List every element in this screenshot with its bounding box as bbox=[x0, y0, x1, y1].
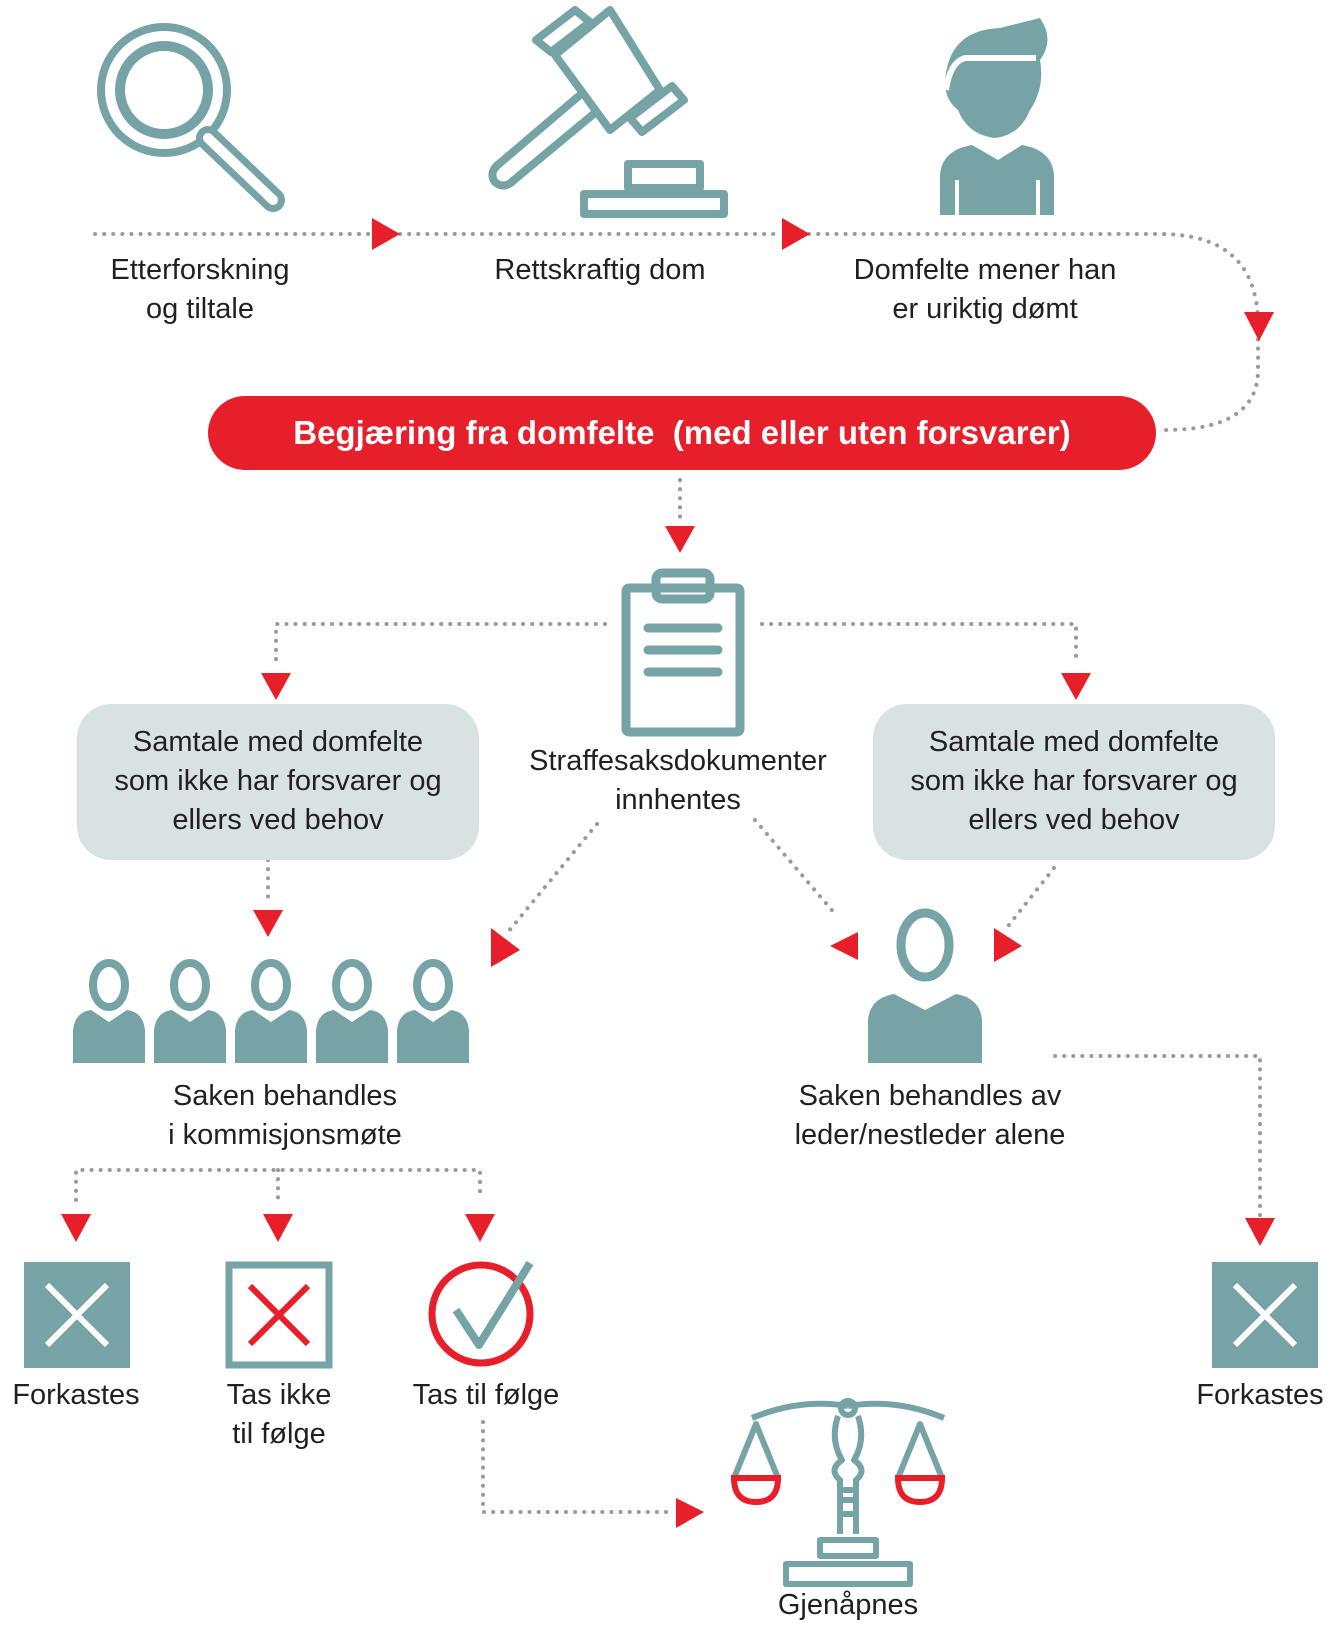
interview-left-label: Samtale med domfelte som ikke har forsva… bbox=[114, 726, 442, 836]
arrowhead bbox=[830, 932, 858, 960]
connector-documents-leader bbox=[753, 818, 838, 917]
person-icon bbox=[940, 18, 1054, 215]
arrowhead bbox=[491, 928, 520, 967]
outcome-rejected-right-label: Forkastes bbox=[1196, 1379, 1324, 1411]
connector-granted-reopened bbox=[481, 1420, 672, 1514]
outcome-not-granted-label: Tas ikke til følge bbox=[226, 1379, 332, 1450]
magnifier-icon bbox=[97, 23, 285, 212]
red-cross-box-icon bbox=[225, 1261, 333, 1369]
outcome-granted-label: Tas til følge bbox=[412, 1379, 560, 1411]
arrowhead bbox=[1244, 312, 1274, 341]
clipboard-icon bbox=[621, 568, 745, 737]
arrowhead bbox=[465, 1214, 495, 1242]
leader-person-icon bbox=[868, 908, 982, 1063]
arrowhead bbox=[994, 928, 1022, 962]
request-label: Begjæring fra domfelte (med eller uten f… bbox=[293, 414, 1071, 451]
documents-label: Straffesaksdokumenter innhentes bbox=[529, 745, 827, 816]
scales-icon bbox=[730, 1398, 946, 1587]
group-member-icon bbox=[397, 959, 469, 1063]
group-member-icon bbox=[316, 959, 388, 1063]
cross-box-icon bbox=[1212, 1262, 1318, 1368]
arrowhead bbox=[372, 218, 400, 250]
arrowhead bbox=[253, 910, 283, 937]
cross-box-icon bbox=[24, 1262, 130, 1368]
outcome-rejected-label: Forkastes bbox=[12, 1379, 140, 1411]
group-icon bbox=[73, 959, 469, 1063]
group-member-icon bbox=[154, 959, 226, 1063]
arrowhead bbox=[263, 1214, 293, 1242]
check-circle-icon bbox=[428, 1260, 534, 1367]
arrowhead bbox=[61, 1214, 91, 1242]
connector-convicted-request bbox=[798, 232, 1260, 432]
arrowheads bbox=[61, 218, 1275, 1528]
arrowhead bbox=[782, 218, 810, 250]
arrowhead bbox=[1245, 1218, 1275, 1246]
connector-documents-left bbox=[274, 622, 607, 662]
interview-right-label: Samtale med domfelte som ikke har forsva… bbox=[910, 726, 1238, 836]
group-member-icon bbox=[73, 959, 145, 1063]
connector-documents-right bbox=[760, 622, 1078, 662]
reopened-label: Gjenåpnes bbox=[777, 1589, 919, 1621]
interview-box-right: Samtale med domfelte som ikke har forsva… bbox=[873, 704, 1275, 860]
group-member-icon bbox=[235, 959, 307, 1063]
request-pill: Begjæring fra domfelte (med eller uten f… bbox=[208, 396, 1156, 470]
leader-label: Saken behandles av leder/nestleder alene bbox=[794, 1080, 1066, 1151]
gavel-icon bbox=[488, 6, 728, 218]
dotted-connectors bbox=[74, 232, 1262, 1514]
connector-right-interview-leader bbox=[1003, 866, 1056, 932]
interview-box-left: Samtale med domfelte som ikke har forsva… bbox=[77, 704, 479, 860]
step-convicted-label: Domfelte mener han er uriktig dømt bbox=[853, 254, 1117, 325]
arrowhead bbox=[665, 526, 695, 553]
arrowhead bbox=[261, 673, 291, 700]
commission-label: Saken behandles i kommisjonsmøte bbox=[168, 1080, 402, 1151]
arrowhead bbox=[1061, 673, 1091, 700]
step-investigation-label: Etterforskning og tiltale bbox=[110, 254, 290, 325]
step-judgement-label: Rettskraftig dom bbox=[494, 254, 706, 286]
arrowhead bbox=[676, 1498, 704, 1528]
connector-documents-commission bbox=[506, 822, 599, 934]
